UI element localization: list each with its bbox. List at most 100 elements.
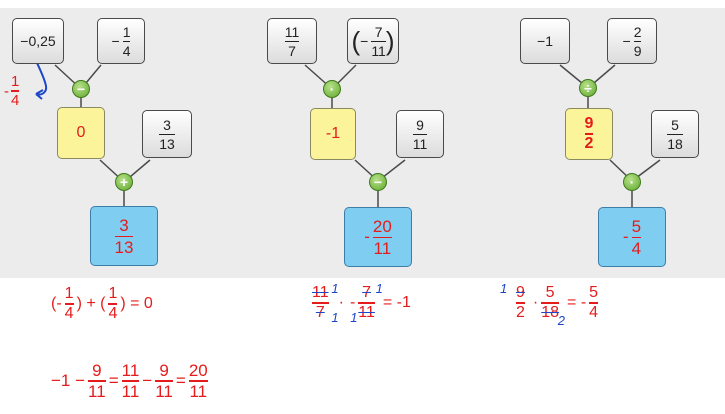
- tree1-leaf-left-value: −0,25: [20, 33, 56, 49]
- denominator: 2: [584, 135, 594, 152]
- cancel-mark: 1: [500, 281, 508, 296]
- numerator: 9: [416, 116, 424, 133]
- eq2-sign: -: [349, 294, 356, 311]
- denominator: 11: [189, 382, 208, 401]
- denominator: 4: [11, 92, 20, 109]
- numerator: 1: [64, 285, 74, 302]
- numerator: 9: [159, 361, 169, 380]
- numerator: 11: [121, 361, 140, 380]
- denominator: 13: [159, 135, 175, 152]
- eq2-fraction-1: 11 7 1 1: [312, 282, 339, 324]
- right-paren: ): [385, 26, 395, 56]
- tree2-mid: -1: [310, 108, 356, 160]
- eq3-dot: ·: [532, 294, 539, 311]
- left-paren: (: [351, 26, 361, 56]
- numerator: 9: [584, 115, 594, 132]
- tree2-result-sign: -: [364, 227, 370, 246]
- eq1-open: (-: [51, 295, 62, 312]
- tree1-op1-minus-icon: −: [72, 80, 90, 98]
- cancel-mark: 1: [331, 281, 339, 296]
- eq1-end: ) = 0: [120, 295, 153, 312]
- tree1-mid: 0: [57, 107, 105, 159]
- denominator: 13: [114, 237, 134, 257]
- denominator: 4: [122, 42, 131, 59]
- denominator: 11: [121, 382, 140, 401]
- numerator: 1: [11, 73, 20, 90]
- numerator: 5: [671, 116, 679, 133]
- numerator: 20: [372, 216, 392, 236]
- numerator: 1: [122, 23, 131, 40]
- numerator: 11: [312, 284, 329, 301]
- denominator: 11: [155, 382, 173, 401]
- hand-note-sign: -: [4, 82, 9, 100]
- denominator: 9: [633, 42, 642, 59]
- numerator: 9: [516, 284, 525, 301]
- tree2-leaf-right-sign: −: [360, 33, 369, 49]
- tree1-op2-plus-icon: +: [115, 173, 133, 191]
- denominator: 11: [358, 304, 375, 321]
- denominator: 11: [373, 238, 392, 258]
- numerator: 9: [92, 361, 102, 380]
- numerator: 2: [633, 23, 642, 40]
- tree3-op1-divide-icon: ÷: [579, 79, 597, 97]
- tree3-leaf-left: −1: [520, 18, 570, 64]
- numerator: 5: [631, 216, 642, 236]
- eq4-equals: =: [175, 371, 186, 390]
- tree1-leaf-left: −0,25: [12, 18, 64, 64]
- denominator: 2: [516, 304, 525, 321]
- numerator: 7: [374, 23, 383, 40]
- denominator: 18: [541, 304, 560, 321]
- cancel-mark: 1: [331, 310, 339, 325]
- cancel-mark: 2: [557, 313, 566, 328]
- tree1-mid-value: 0: [76, 124, 86, 141]
- denominator: 4: [108, 305, 118, 322]
- numerator: 11: [284, 23, 300, 40]
- denominator: 4: [64, 305, 74, 322]
- denominator: 7: [315, 304, 325, 321]
- eq3-fraction-1: 1 9 2: [500, 282, 525, 321]
- cancel-mark: 1: [375, 281, 383, 296]
- denominator: 7: [288, 42, 296, 59]
- eq4-equals: =: [108, 371, 119, 390]
- eq2-dot: ·: [338, 294, 344, 311]
- eq4-minus: −: [142, 371, 153, 390]
- cancel-mark: 1: [350, 310, 358, 325]
- denominator: 4: [631, 238, 642, 258]
- numerator: 3: [163, 116, 171, 133]
- eq1-middle: ) + (: [76, 295, 106, 312]
- denominator: 11: [371, 42, 386, 59]
- denominator: 11: [88, 382, 106, 401]
- tree3-leaf-left-value: −1: [537, 33, 553, 49]
